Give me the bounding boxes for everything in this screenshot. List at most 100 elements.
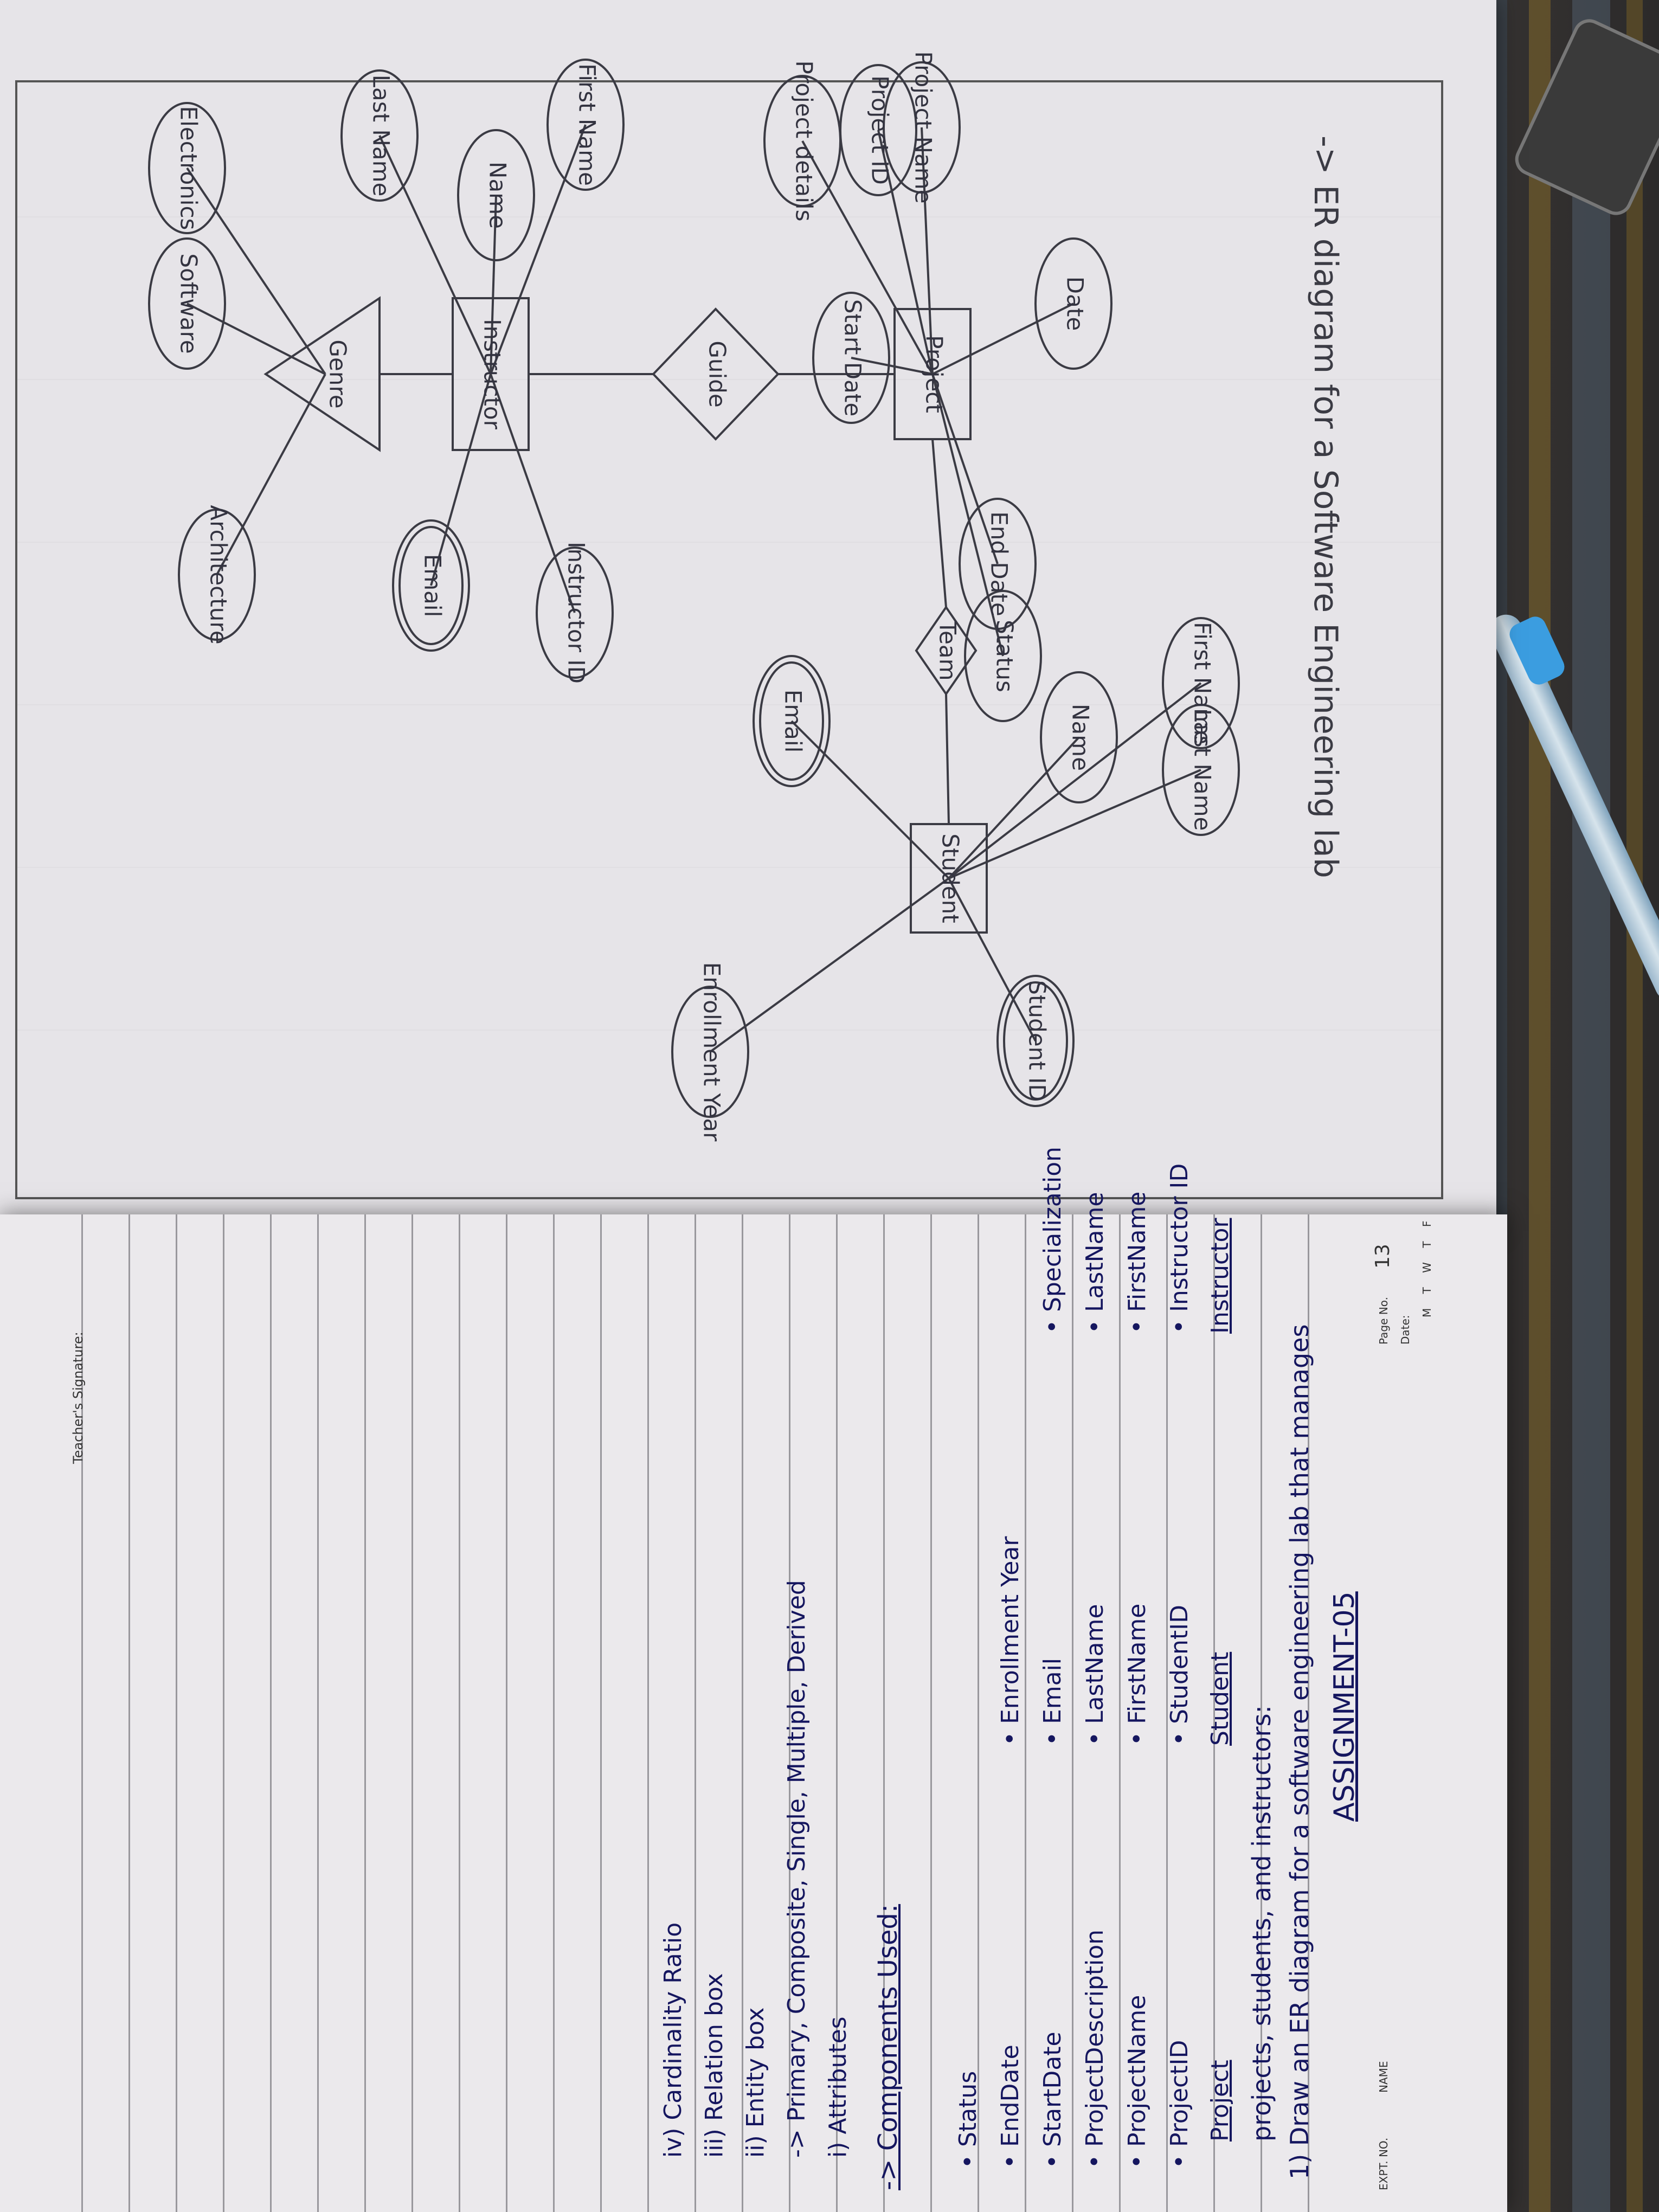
- project-heading: Project: [1206, 2060, 1234, 2142]
- relationship-team-label: Team: [935, 620, 961, 680]
- connector-line: [948, 878, 1037, 1041]
- instructor-attribute-oval-inner: [398, 526, 464, 645]
- project-attribute: • ProjectDescription: [1081, 1929, 1109, 2169]
- project-attribute-label: End Date: [986, 511, 1013, 616]
- ruled-line: [883, 1214, 885, 2212]
- connector-line: [490, 124, 587, 375]
- instructor-attribute-oval: [392, 519, 470, 652]
- project-attribute-oval: [964, 590, 1042, 722]
- student-attribute-label: Name: [1068, 704, 1094, 771]
- connector-line: [945, 693, 950, 825]
- student-attribute-label: Email: [780, 690, 807, 753]
- notes-content: EXPT. NO. NAME Page No. 13 Date: M T W T…: [0, 1147, 1507, 2212]
- genre-subtype-label: Electronics: [176, 106, 202, 230]
- ruled-line: [1261, 1214, 1262, 2212]
- ruled-line: [270, 1214, 272, 2212]
- relationship-guide-label: Guide: [704, 340, 731, 407]
- student-attribute: • Email: [1039, 1657, 1066, 1746]
- instructor-attribute-oval: [340, 69, 419, 202]
- instructor-attribute-label: Instructor ID: [563, 542, 590, 684]
- project-attribute: • Status: [954, 2070, 982, 2169]
- connector-line: [948, 682, 1202, 879]
- student-attribute-oval: [671, 986, 749, 1118]
- ruled-line: [647, 1214, 649, 2212]
- teacher-signature-label: Teacher's Signature:: [70, 1332, 86, 1464]
- ruled-line: [81, 1214, 83, 2212]
- ruled-line: [1025, 1214, 1026, 2212]
- ruled-line: [836, 1214, 838, 2212]
- ruled-line: [364, 1214, 366, 2212]
- ruled-line: [223, 1214, 224, 2212]
- component-item: i) Attributes: [824, 2016, 852, 2158]
- connector-line: [931, 374, 1004, 657]
- assignment-title: ASSIGNMENT-05: [1328, 1591, 1361, 1822]
- project-attribute-oval: [883, 61, 961, 194]
- instructor-attribute: • FirstName: [1123, 1191, 1151, 1334]
- connector-line: [801, 140, 934, 375]
- project-attribute: • StartDate: [1039, 2031, 1066, 2169]
- generalization-genre-label: Genre: [325, 339, 351, 408]
- instructor-attribute-oval: [546, 59, 625, 191]
- genre-subtype-oval: [178, 509, 256, 641]
- student-attribute-label: Enrollment Year: [699, 962, 725, 1142]
- instructor-attribute-label: Email: [420, 554, 446, 618]
- er-title: -> ER diagram for a Software Engineering…: [1307, 136, 1345, 878]
- project-attribute: • ProjectID: [1166, 2040, 1193, 2169]
- entity-student-label: Student: [937, 833, 964, 923]
- student-attribute-oval: [753, 655, 831, 787]
- connector-line: [932, 303, 1074, 375]
- instructor-attribute: • Instructor ID: [1166, 1163, 1193, 1334]
- notes-page: EXPT. NO. NAME Page No. 13 Date: M T W T…: [0, 1147, 1507, 2212]
- instructor-attribute: • Specialization: [1039, 1146, 1066, 1334]
- student-attribute: • StudentID: [1166, 1604, 1193, 1746]
- question-line-2: projects, students, and instructors:: [1247, 1705, 1276, 2142]
- project-attribute-label: Project details: [791, 61, 818, 222]
- project-attribute-oval: [812, 292, 890, 424]
- ruled-line: [176, 1214, 177, 2212]
- instructor-attribute-label: Last Name: [368, 75, 395, 197]
- instructor-attribute: • LastName: [1081, 1192, 1109, 1334]
- student-attribute-oval: [996, 975, 1075, 1107]
- student-attribute-oval-inner: [759, 661, 824, 781]
- project-attribute-label: Start Date: [840, 299, 866, 416]
- relationship-guide: [652, 307, 780, 441]
- connector-line: [378, 135, 492, 375]
- project-attribute-oval: [839, 64, 917, 196]
- project-attribute-label: Project ID: [867, 75, 893, 185]
- component-item: iv) Cardinality Ratio: [659, 1922, 687, 2158]
- connector-line: [790, 720, 950, 879]
- connector-line: [921, 127, 934, 375]
- ruled-line: [695, 1214, 696, 2212]
- connector-line: [877, 130, 934, 375]
- genre-subtype-oval: [148, 102, 226, 234]
- component-item: -> Primary, Composite, Single, Multiple,…: [783, 1580, 811, 2158]
- connector-line: [948, 736, 1080, 879]
- instructor-attribute-oval: [457, 129, 535, 261]
- student-attribute: • Enrollment Year: [996, 1536, 1024, 1746]
- connector-line: [187, 303, 326, 375]
- student-attribute-oval: [1162, 704, 1240, 836]
- generalization-genre: [263, 296, 381, 452]
- connector-line: [490, 374, 576, 613]
- student-attribute-oval: [1040, 671, 1118, 803]
- student-attribute: • FirstName: [1123, 1603, 1151, 1746]
- ruled-line: [459, 1214, 460, 2212]
- project-attribute-label: Date: [1062, 276, 1089, 331]
- connector-line: [430, 374, 492, 586]
- genre-subtype-oval: [148, 237, 226, 370]
- connector-line: [931, 439, 947, 608]
- instructor-heading: Instructor: [1206, 1218, 1234, 1334]
- connector-line: [490, 195, 497, 375]
- ruled-line: [1166, 1214, 1168, 2212]
- ruled-line: [1308, 1214, 1309, 2212]
- page-no-value: 13: [1372, 1244, 1394, 1269]
- ruled-line: [1213, 1214, 1215, 2212]
- page-no-label: Page No.: [1377, 1297, 1390, 1345]
- student-attribute-oval: [1162, 617, 1240, 749]
- expt-no-label: EXPT. NO.: [1377, 2137, 1390, 2190]
- project-attribute-oval: [1034, 237, 1113, 370]
- ruled-line: [553, 1214, 555, 2212]
- entity-instructor-label: Instructor: [479, 319, 506, 429]
- project-attribute: • EndDate: [996, 2044, 1024, 2169]
- student-attribute: • LastName: [1081, 1604, 1109, 1746]
